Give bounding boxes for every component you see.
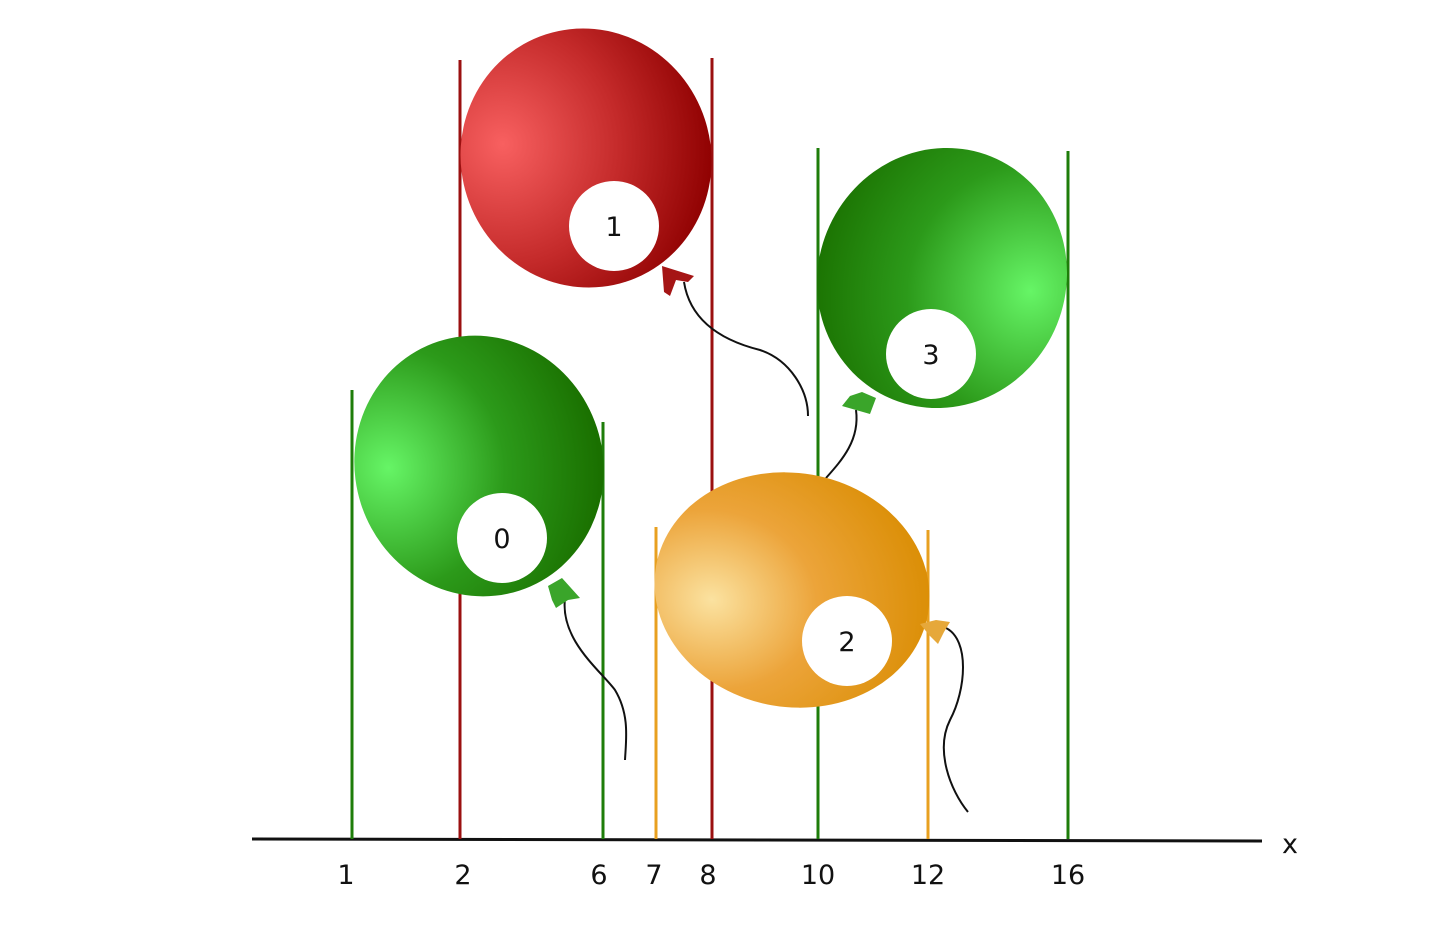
x-axis-label: x xyxy=(1282,829,1298,860)
balloon-3-knot xyxy=(842,392,876,414)
balloon-1-label-circle xyxy=(569,181,659,271)
balloon-2-body xyxy=(654,472,930,708)
balloon-3: 3 xyxy=(816,147,1068,479)
tick-label-10: 10 xyxy=(801,860,835,891)
balloon-3-string xyxy=(825,409,858,479)
balloon-1-string xyxy=(683,281,809,417)
balloon-0: 0 xyxy=(354,335,628,761)
tick-label-6: 6 xyxy=(590,860,607,891)
tick-label-8: 8 xyxy=(699,860,716,891)
balloon-0-knot xyxy=(548,578,580,608)
balloon-0-label-circle xyxy=(457,493,547,583)
tick-label-16: 16 xyxy=(1051,860,1085,891)
balloon-0-number: 0 xyxy=(493,524,510,555)
x-axis-line xyxy=(251,837,1263,843)
balloon-2-knot xyxy=(920,620,950,644)
balloon-0-string xyxy=(563,597,628,761)
balloon-0-body xyxy=(354,335,604,597)
balloon-1-number: 1 xyxy=(605,212,622,243)
balloon-3-number: 3 xyxy=(922,340,939,371)
balloon-1-knot xyxy=(662,266,694,296)
balloon-2-string xyxy=(942,627,969,813)
tick-label-7: 7 xyxy=(645,860,662,891)
balloon-2-number: 2 xyxy=(838,627,855,658)
tick-label-1: 1 xyxy=(337,860,354,891)
balloon-2-label-circle xyxy=(802,596,892,686)
balloon-3-body xyxy=(816,147,1068,409)
balloon-1-body xyxy=(460,28,712,288)
balloon-1: 1 xyxy=(460,28,809,417)
balloon-2: 2 xyxy=(654,472,969,813)
balloon-3-label-circle xyxy=(886,309,976,399)
tick-label-12: 12 xyxy=(911,860,945,891)
tick-label-2: 2 xyxy=(454,860,471,891)
